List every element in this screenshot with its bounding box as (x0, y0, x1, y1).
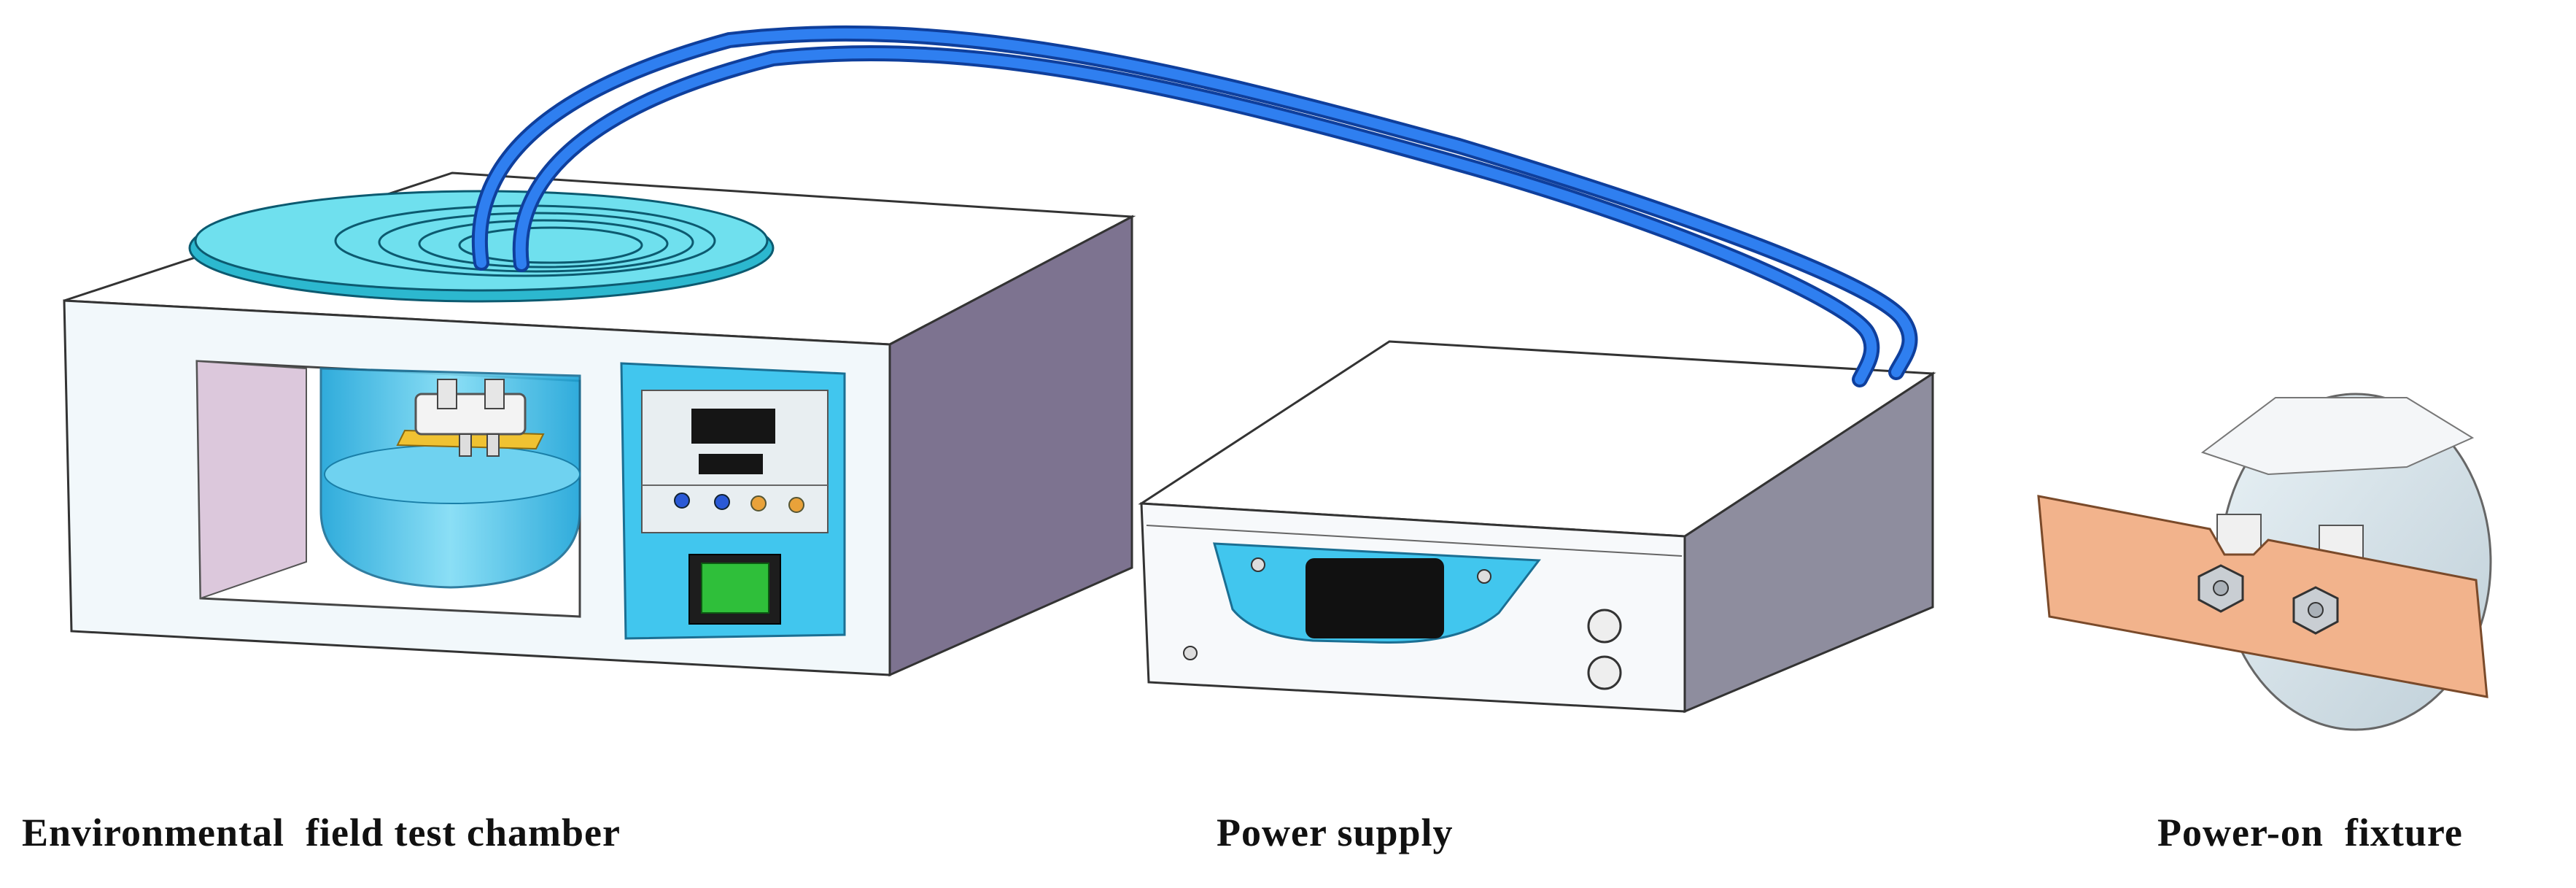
holder-leg-left (459, 433, 472, 457)
panel-button-1 (674, 493, 690, 509)
coil-ring-3 (418, 219, 669, 269)
holder-leg-right (486, 433, 500, 457)
temperature-display (691, 409, 775, 444)
front-screw-left (1183, 646, 1198, 660)
panel-button-3 (750, 495, 767, 511)
cables (471, 25, 1918, 387)
coil-ring-2 (378, 212, 694, 273)
panel-button-2 (714, 494, 730, 510)
power-switch (701, 563, 769, 614)
panel-button-4 (788, 497, 804, 513)
humidity-display (699, 454, 763, 474)
label-power-supply: Power supply (1217, 811, 1454, 854)
fixture-clamp-block-left (2216, 514, 2262, 555)
beaker-liquid-surface (324, 444, 581, 504)
coil-ring-4 (458, 226, 643, 264)
bezel-screw-left (1251, 557, 1265, 572)
label-power-on-fixture: Power-on fixture (2157, 811, 2463, 854)
label-test-chamber: Environmental field test chamber (22, 811, 621, 854)
output-knob-2 (1587, 655, 1622, 690)
bezel-screw-right (1477, 569, 1491, 584)
chamber-window-inner-wall (195, 360, 307, 600)
fixture-disc-top-face (2200, 397, 2475, 476)
test-chamber (63, 171, 1136, 677)
cable-2-highlight (515, 48, 1877, 385)
copper-electrode (2037, 495, 2488, 698)
power-supply-display (1306, 558, 1444, 638)
bolt-center-right (2308, 602, 2324, 618)
bolt-center-left (2213, 580, 2229, 596)
cable-1-highlight (474, 28, 1915, 377)
power-supply (1138, 340, 1936, 714)
holder-post-left (437, 379, 457, 409)
power-on-fixture (2037, 393, 2492, 731)
holder-post-right (484, 379, 505, 409)
specimen-holder-block (414, 393, 527, 436)
front-top-bevel (1146, 525, 1683, 557)
output-knob-1 (1587, 609, 1622, 644)
